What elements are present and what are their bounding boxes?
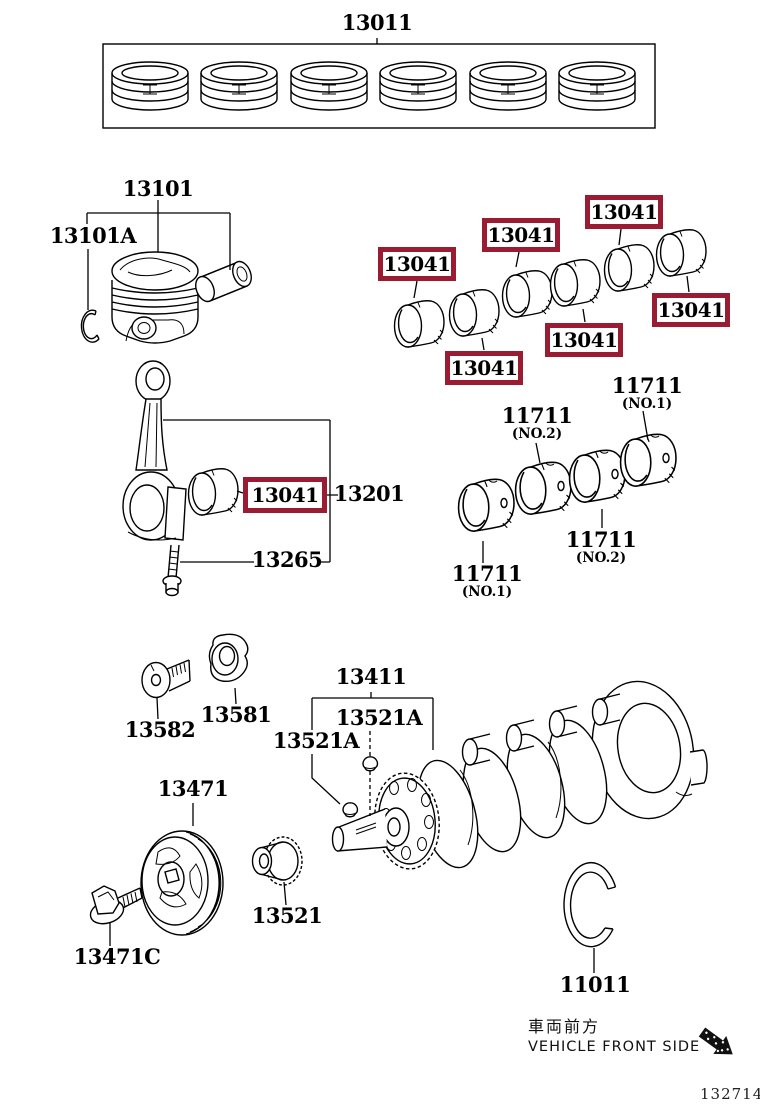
part-label-13471[interactable]: 13471 xyxy=(157,776,229,801)
connecting-rod-drawing xyxy=(122,360,239,597)
part-label-13101A[interactable]: 13101A xyxy=(49,223,137,248)
part-label-13471C[interactable]: 13471C xyxy=(73,944,161,969)
part-label-11711-no1-top[interactable]: 11711 (NO.1) xyxy=(611,373,683,412)
bearing-position-no1: (NO.1) xyxy=(621,396,673,412)
part-label-13581[interactable]: 13581 xyxy=(200,702,272,727)
main-bearings-drawing xyxy=(459,434,676,531)
highlighted-part-label-13041-1[interactable]: 13041 xyxy=(378,247,456,281)
thrust-washer-drawing xyxy=(563,861,617,948)
highlighted-part-label-13041-4[interactable]: 13041 xyxy=(652,293,730,327)
vehicle-front-arrow-icon xyxy=(698,1027,733,1055)
leader-lines xyxy=(86,38,690,973)
part-label-11711-no2-top[interactable]: 11711 (NO.2) xyxy=(501,403,573,442)
part-label-11711-no2-bottom[interactable]: 11711 (NO.2) xyxy=(565,527,637,566)
bearing-position-no2: (NO.2) xyxy=(575,550,627,566)
part-label-13265[interactable]: 13265 xyxy=(251,547,323,572)
crankshaft-timing-gear-drawing xyxy=(251,836,303,886)
highlighted-part-label-13041-5[interactable]: 13041 xyxy=(545,323,623,357)
sensor-rotor-bolt-drawing xyxy=(141,659,191,699)
part-label-13101[interactable]: 13101 xyxy=(122,176,194,201)
part-label-13521A-left[interactable]: 13521A xyxy=(272,728,360,753)
part-label-13201[interactable]: 13201 xyxy=(333,481,405,506)
timing-rotor-drawing xyxy=(208,633,249,682)
pulley-bolt-drawing xyxy=(89,885,143,925)
highlighted-part-label-13041-2[interactable]: 13041 xyxy=(482,218,560,252)
vehicle-front-label-jp: 車両前方 xyxy=(528,1017,601,1036)
piston-rings-drawing xyxy=(102,43,656,129)
part-label-13411[interactable]: 13411 xyxy=(335,664,407,689)
crankshaft-drawing xyxy=(331,680,708,870)
piston-drawing xyxy=(80,251,252,344)
part-label-13582[interactable]: 13582 xyxy=(124,717,196,742)
figure-code: 132714 xyxy=(700,1085,760,1103)
part-label-11011[interactable]: 11011 xyxy=(559,972,631,997)
highlighted-part-label-13041-6[interactable]: 13041 xyxy=(445,351,523,385)
vehicle-front-label-en: VEHICLE FRONT SIDE xyxy=(528,1039,701,1055)
bearing-position-no2: (NO.2) xyxy=(511,426,563,442)
part-label-13011[interactable]: 13011 xyxy=(341,10,413,35)
part-label-13521[interactable]: 13521 xyxy=(251,903,323,928)
crankshaft-pulley-drawing xyxy=(140,830,224,936)
part-label-11711-no1-bottom[interactable]: 11711 (NO.1) xyxy=(451,561,523,600)
highlighted-part-label-13041-rod[interactable]: 13041 xyxy=(243,477,327,513)
bearing-position-no1: (NO.1) xyxy=(461,584,513,600)
highlighted-part-label-13041-3[interactable]: 13041 xyxy=(585,195,663,229)
part-label-13521A-upper[interactable]: 13521A xyxy=(335,705,423,730)
